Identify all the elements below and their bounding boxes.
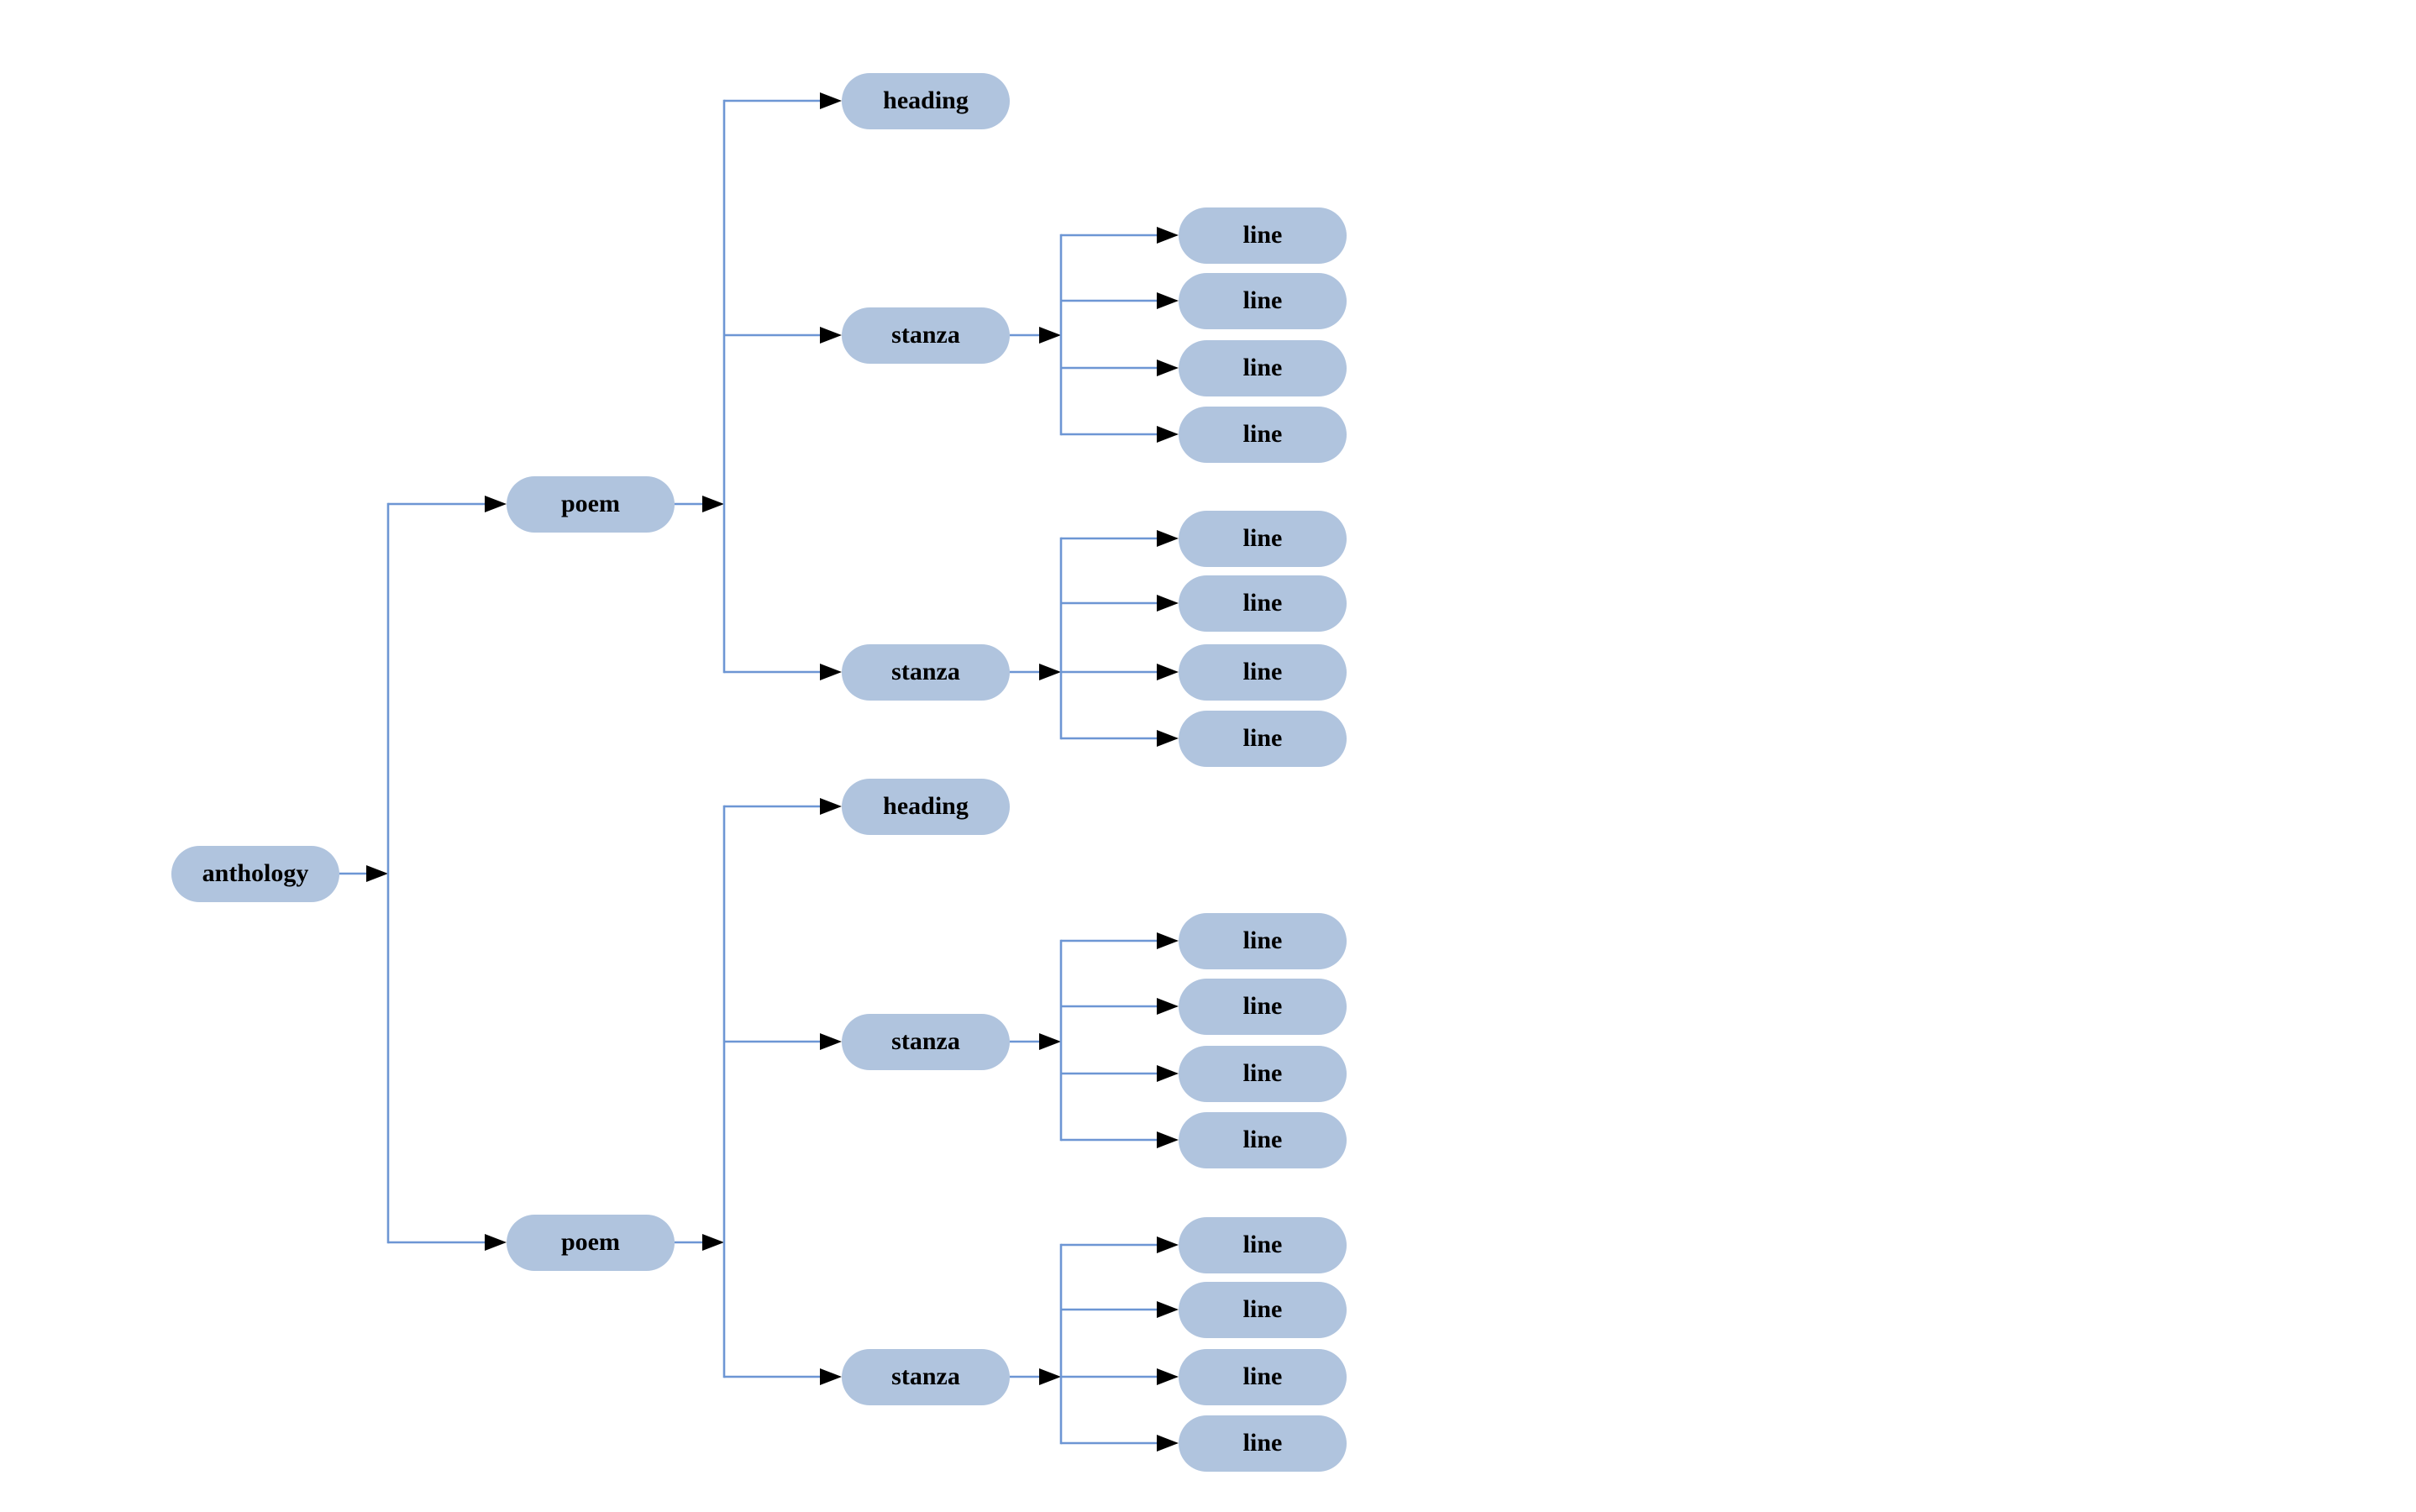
tree-node-label: heading [883, 87, 969, 114]
arrowhead-icon [702, 1234, 724, 1251]
arrowhead-icon [1039, 1368, 1061, 1385]
arrowhead-icon [1157, 1301, 1179, 1318]
tree-node-label: line [1242, 1059, 1283, 1087]
tree-node-line: line [1179, 710, 1347, 767]
tree-node-label: line [1242, 1126, 1283, 1153]
tree-node-line: line [1179, 1111, 1347, 1168]
tree-node-label: stanza [891, 1362, 960, 1390]
tree-node-line: line [1179, 1415, 1347, 1472]
arrowhead-icon [485, 496, 507, 512]
tree-node-label: line [1242, 524, 1283, 552]
tree-node-label: poem [561, 490, 620, 517]
arrowhead-icon [1157, 730, 1179, 747]
arrowhead-icon [1039, 664, 1061, 680]
arrowhead-icon [1157, 426, 1179, 443]
tree-node-label: anthology [202, 859, 309, 887]
tree-node-label: stanza [891, 321, 960, 349]
tree-node-line: line [1179, 406, 1347, 463]
arrowhead-icon [1157, 292, 1179, 309]
tree-node-label: line [1242, 1295, 1283, 1323]
arrowhead-icon [1157, 227, 1179, 244]
tree-node-stanza: stanza [842, 643, 1010, 701]
tree-node-label: line [1242, 724, 1283, 752]
tree-node-label: poem [561, 1228, 620, 1256]
tree-node-line: line [1179, 339, 1347, 396]
tree-node-line: line [1179, 643, 1347, 701]
tree-node-heading: heading [842, 72, 1010, 129]
arrowhead-icon [702, 496, 724, 512]
tree-node-heading: heading [842, 778, 1010, 835]
arrowhead-icon [820, 1368, 842, 1385]
tree-node-label: line [1242, 927, 1283, 954]
tree-node-line: line [1179, 912, 1347, 969]
tree-node-label: line [1242, 658, 1283, 685]
tree-node-line: line [1179, 1281, 1347, 1338]
tree-node-line: line [1179, 272, 1347, 329]
tree-node-label: line [1242, 221, 1283, 249]
tree-node-poem: poem [507, 1214, 675, 1271]
arrowhead-icon [820, 1033, 842, 1050]
tree-node-label: stanza [891, 658, 960, 685]
arrowhead-icon [1039, 327, 1061, 344]
arrowhead-icon [1157, 1435, 1179, 1452]
arrowhead-icon [1157, 998, 1179, 1015]
tree-node-line: line [1179, 510, 1347, 567]
tree-node-label: heading [883, 792, 969, 820]
tree-node-stanza: stanza [842, 307, 1010, 364]
tree-node-label: stanza [891, 1027, 960, 1055]
tree-node-stanza: stanza [842, 1013, 1010, 1070]
arrowhead-icon [485, 1234, 507, 1251]
tree-node-label: line [1242, 286, 1283, 314]
tree-node-anthology: anthology [171, 845, 339, 902]
tree-node-label: line [1242, 420, 1283, 448]
tree-node-line: line [1179, 1348, 1347, 1405]
tree-node-label: line [1242, 354, 1283, 381]
tree-node-line: line [1179, 1045, 1347, 1102]
arrowhead-icon [1157, 530, 1179, 547]
arrowhead-icon [366, 865, 388, 882]
arrowhead-icon [1157, 1131, 1179, 1148]
arrowhead-icon [1157, 595, 1179, 612]
tree-node-poem: poem [507, 475, 675, 533]
arrowhead-icon [820, 664, 842, 680]
arrowhead-icon [820, 798, 842, 815]
arrowhead-icon [1157, 932, 1179, 949]
tree-node-label: line [1242, 589, 1283, 617]
arrowhead-icon [1157, 1236, 1179, 1253]
tree-node-label: line [1242, 1362, 1283, 1390]
arrowhead-icon [820, 327, 842, 344]
tree-node-stanza: stanza [842, 1348, 1010, 1405]
arrowhead-icon [1157, 1368, 1179, 1385]
tree-node-line: line [1179, 575, 1347, 632]
arrowhead-icon [820, 92, 842, 109]
tree-node-line: line [1179, 978, 1347, 1035]
arrowhead-icon [1157, 360, 1179, 376]
tree-node-label: line [1242, 1429, 1283, 1457]
tree-node-label: line [1242, 1231, 1283, 1258]
tree-node-line: line [1179, 1216, 1347, 1273]
arrowhead-icon [1157, 1065, 1179, 1082]
arrowhead-icon [1039, 1033, 1061, 1050]
arrowhead-icon [1157, 664, 1179, 680]
tree-node-label: line [1242, 992, 1283, 1020]
tree-node-line: line [1179, 207, 1347, 264]
